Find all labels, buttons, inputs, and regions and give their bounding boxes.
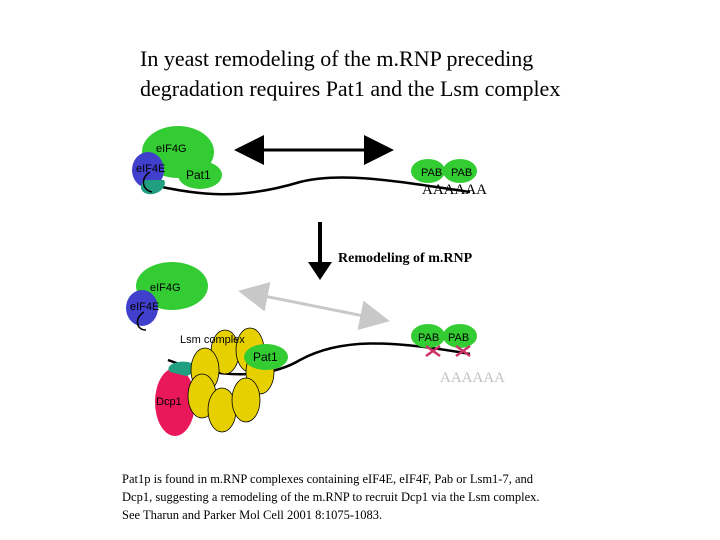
remodeling-label: Remodeling of m.RNP [338, 251, 473, 266]
bottom-cap-shape [168, 361, 195, 376]
lsm-subunit [207, 387, 237, 433]
pab-release-cross-icon [425, 344, 471, 358]
title-line-1: In yeast remodeling of the m.RNP precedi… [140, 46, 534, 71]
bottom-eif4e-shape [126, 290, 158, 326]
slide-caption: Pat1p is found in m.RNP complexes contai… [122, 470, 682, 524]
bottom-grey-double-arrow [238, 281, 390, 331]
top-polya-label: AAAAAA [422, 182, 487, 198]
top-eif4e-label: eIF4E [136, 163, 165, 175]
bottom-eif4e-label: eIF4E [130, 301, 159, 313]
top-pab-1-shape [411, 159, 445, 183]
top-pab-2-label: PAB [451, 167, 472, 179]
lsm-complex-ring [187, 327, 275, 433]
bottom-dcp1-shape [155, 368, 195, 436]
caption-line-1: Pat1p is found in m.RNP complexes contai… [122, 472, 533, 486]
bottom-dcp1-label: Dcp1 [156, 396, 182, 408]
bottom-cap-curve [136, 311, 147, 331]
caption-line-2: Dcp1, suggesting a remodeling of the m.R… [122, 490, 540, 504]
top-pat1-label: Pat1 [186, 168, 211, 182]
bottom-eif4g-label: eIF4G [150, 282, 181, 294]
caption-line-3: See Tharun and Parker Mol Cell 2001 8:10… [122, 508, 383, 522]
top-pat1-shape [178, 161, 222, 189]
slide-title: In yeast remodeling of the m.RNP precedi… [140, 44, 660, 104]
bottom-pat1-label: Pat1 [253, 350, 278, 364]
top-eif4e-shape [132, 152, 164, 188]
top-pab-1-label: PAB [421, 167, 442, 179]
lsm-subunit [231, 377, 261, 423]
remodeling-transition: Remodeling of m.RNP [308, 222, 473, 280]
top-mrna-line [147, 176, 471, 196]
bottom-pab-2-label: PAB [448, 332, 469, 344]
bottom-lsm-label: Lsm complex [180, 334, 245, 346]
bottom-pab-1-label: PAB [418, 332, 439, 344]
bottom-pab-1-shape [411, 324, 445, 348]
top-eif4g-label: eIF4G [156, 143, 187, 155]
top-cap-curve [142, 171, 153, 193]
bottom-pat1-shape [244, 344, 288, 370]
top-panel: eIF4G eIF4E Pat1 PAB PAB AAAAAA [132, 126, 487, 198]
bottom-polya-label: AAAAAA [440, 370, 505, 386]
top-pab-2-shape [443, 159, 477, 183]
title-line-2: degradation requires Pat1 and the Lsm co… [140, 76, 561, 101]
bottom-panel: eIF4G eIF4E Dcp1 Lsm complex Pat1 PAB PA… [126, 262, 505, 436]
down-arrow-head [308, 262, 332, 280]
bottom-pab-2-shape [443, 324, 477, 348]
